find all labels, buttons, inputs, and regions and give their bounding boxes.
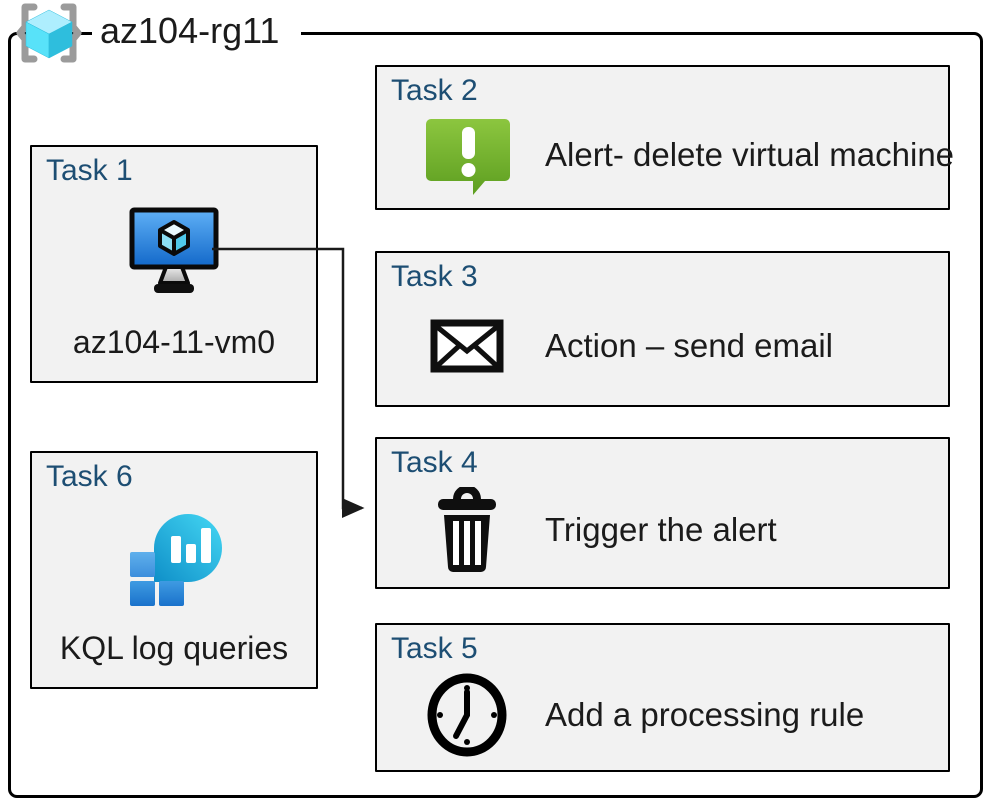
task-6-box: Task 6 KQL l <box>30 451 318 689</box>
task-4-title: Task 4 <box>391 446 478 479</box>
task-3-box: Task 3 Action – send email <box>375 251 950 407</box>
task-1-title: Task 1 <box>46 154 133 187</box>
task-1-label: az104-11-vm0 <box>72 324 276 360</box>
email-icon <box>421 319 513 373</box>
task-5-box: Task 5 Add a processing rule <box>375 623 950 772</box>
resource-group-title: az104-rg11 <box>92 8 302 54</box>
virtual-machine-icon <box>129 207 219 304</box>
task-3-label: Action – send email <box>545 327 833 364</box>
task-1-box: Task 1 az104-11-vm0 <box>30 145 318 383</box>
clock-icon <box>421 673 513 757</box>
trash-icon <box>421 487 513 573</box>
task-6-title: Task 6 <box>46 460 133 493</box>
alert-icon <box>421 111 513 199</box>
task-6-label: KQL log queries <box>59 630 289 666</box>
kql-log-queries-icon <box>123 507 225 614</box>
task-5-label: Add a processing rule <box>545 695 865 733</box>
task-2-title: Task 2 <box>391 74 478 107</box>
task-4-box: Task 4 Trigger the alert <box>375 437 950 589</box>
task-3-title: Task 3 <box>391 260 478 293</box>
task-2-box: Task 2 Alert- delete virtual machine <box>375 65 954 210</box>
task-5-title: Task 5 <box>391 632 478 665</box>
resource-group-icon <box>12 2 86 69</box>
task-4-label: Trigger the alert <box>545 511 777 548</box>
task-2-label: Alert- delete virtual machine <box>545 135 955 173</box>
